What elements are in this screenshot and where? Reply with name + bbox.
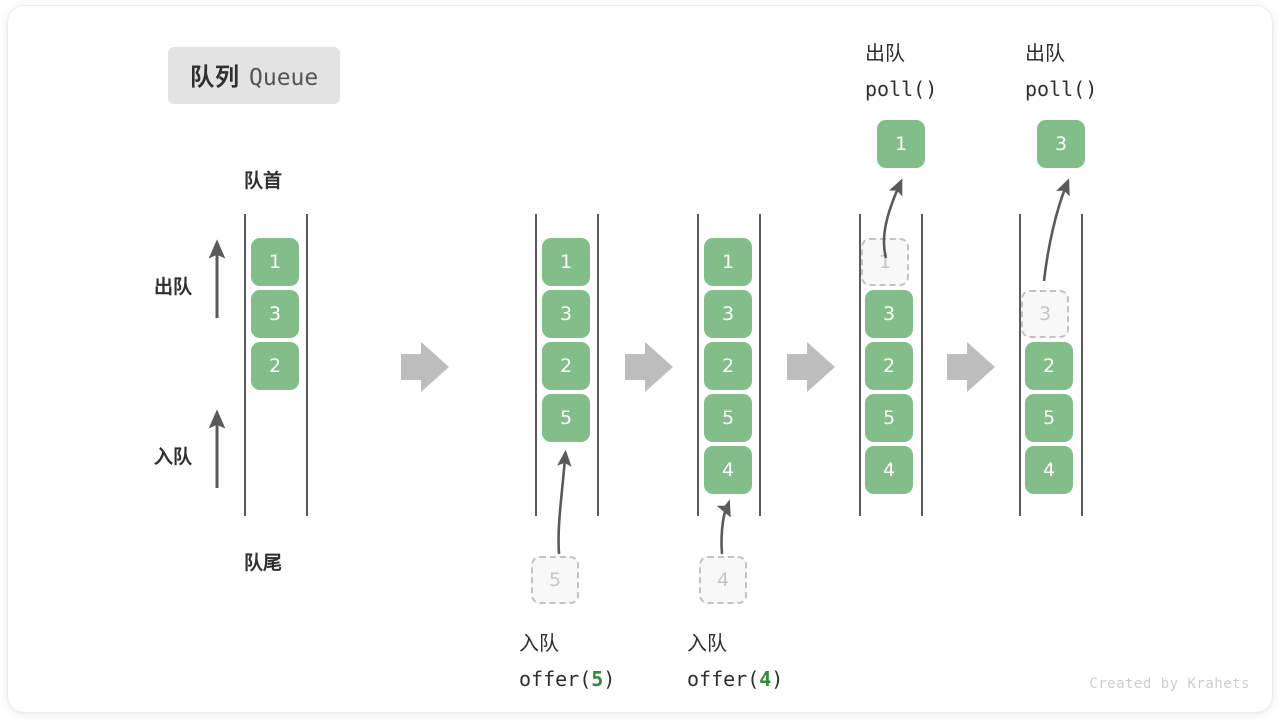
step-arrow-2	[625, 342, 673, 392]
queue-rail-left-2	[535, 214, 537, 516]
queue-cell: 3	[865, 290, 913, 338]
label-rear: 队尾	[244, 553, 283, 574]
queue-cell: 3	[704, 290, 752, 338]
step-arrow-3	[787, 342, 835, 392]
queue-cell: 3	[542, 290, 590, 338]
queue-rail-left-4	[859, 214, 861, 516]
caption-code-suffix: )	[1085, 77, 1098, 101]
step-arrow-4	[947, 342, 995, 392]
caption-poll-1: 出队 poll()	[865, 36, 937, 108]
caption-code-suffix: )	[603, 667, 616, 691]
queue-cell: 5	[704, 394, 752, 442]
queue-cell: 2	[865, 342, 913, 390]
incoming-ghost-cell: 5	[531, 556, 579, 604]
label-enqueue-direction: 入队	[154, 447, 193, 468]
queue-cell: 5	[1025, 394, 1073, 442]
queue-cell: 1	[251, 238, 299, 286]
title-badge: 队列 Queue	[168, 47, 341, 104]
incoming-ghost-cell: 4	[699, 556, 747, 604]
outgoing-cell: 3	[1037, 120, 1085, 168]
caption-arg: 5	[591, 667, 604, 691]
queue-cell: 5	[542, 394, 590, 442]
title-cn: 队列	[190, 64, 240, 91]
queue-rail-right-1	[306, 214, 308, 516]
queue-rail-left-1	[244, 214, 246, 516]
queue-cell: 2	[704, 342, 752, 390]
queue-rail-right-2	[597, 214, 599, 516]
queue-cell: 4	[865, 446, 913, 494]
caption-code-prefix: offer(	[519, 667, 592, 691]
queue-cell: 2	[542, 342, 590, 390]
queue-cell: 5	[865, 394, 913, 442]
credit-text: Created by Krahets	[1089, 676, 1250, 692]
caption-cn: 出队	[1025, 41, 1065, 65]
queue-rail-left-5	[1019, 214, 1021, 516]
queue-cell: 3	[251, 290, 299, 338]
queue-rail-right-3	[759, 214, 761, 516]
queue-cell: 2	[251, 342, 299, 390]
queue-rail-left-3	[697, 214, 699, 516]
caption-offer-4: 入队 offer(4)	[687, 626, 783, 698]
dequeue-arrow-3	[1042, 178, 1070, 282]
caption-code-prefix: poll(	[865, 77, 926, 101]
caption-code-prefix: offer(	[687, 667, 760, 691]
queue-cell: 1	[704, 238, 752, 286]
caption-code-suffix: )	[771, 667, 784, 691]
queue-cell: 4	[1025, 446, 1073, 494]
step-arrow-1	[401, 342, 449, 392]
caption-arg: 4	[759, 667, 772, 691]
title-en: Queue	[249, 65, 319, 91]
caption-cn: 出队	[865, 41, 905, 65]
queue-cell: 1	[542, 238, 590, 286]
queue-rail-right-4	[921, 214, 923, 516]
enqueue-arrow-5	[557, 449, 572, 555]
queue-rail-right-5	[1081, 214, 1083, 516]
diagram-card: 队列 Queue 队首 队尾 出队 入队 1 3 2 1 3 2 5 5 入队 o…	[8, 6, 1272, 712]
caption-cn: 入队	[687, 631, 727, 655]
outgoing-cell: 1	[877, 120, 925, 168]
queue-cell: 4	[704, 446, 752, 494]
label-front: 队首	[244, 171, 283, 192]
queue-cell-ghost: 1	[861, 238, 909, 286]
caption-offer-5: 入队 offer(5)	[519, 626, 615, 698]
caption-code-suffix: )	[925, 77, 938, 101]
diagram-stage: 队列 Queue 队首 队尾 出队 入队 1 3 2 1 3 2 5 5 入队 o…	[8, 6, 1272, 712]
enqueue-arrow-4	[716, 499, 731, 555]
caption-poll-3: 出队 poll()	[1025, 36, 1097, 108]
caption-cn: 入队	[519, 631, 559, 655]
caption-code-prefix: poll(	[1025, 77, 1086, 101]
label-dequeue-direction: 出队	[154, 277, 193, 298]
queue-cell: 2	[1025, 342, 1073, 390]
queue-cell-ghost: 3	[1021, 290, 1069, 338]
